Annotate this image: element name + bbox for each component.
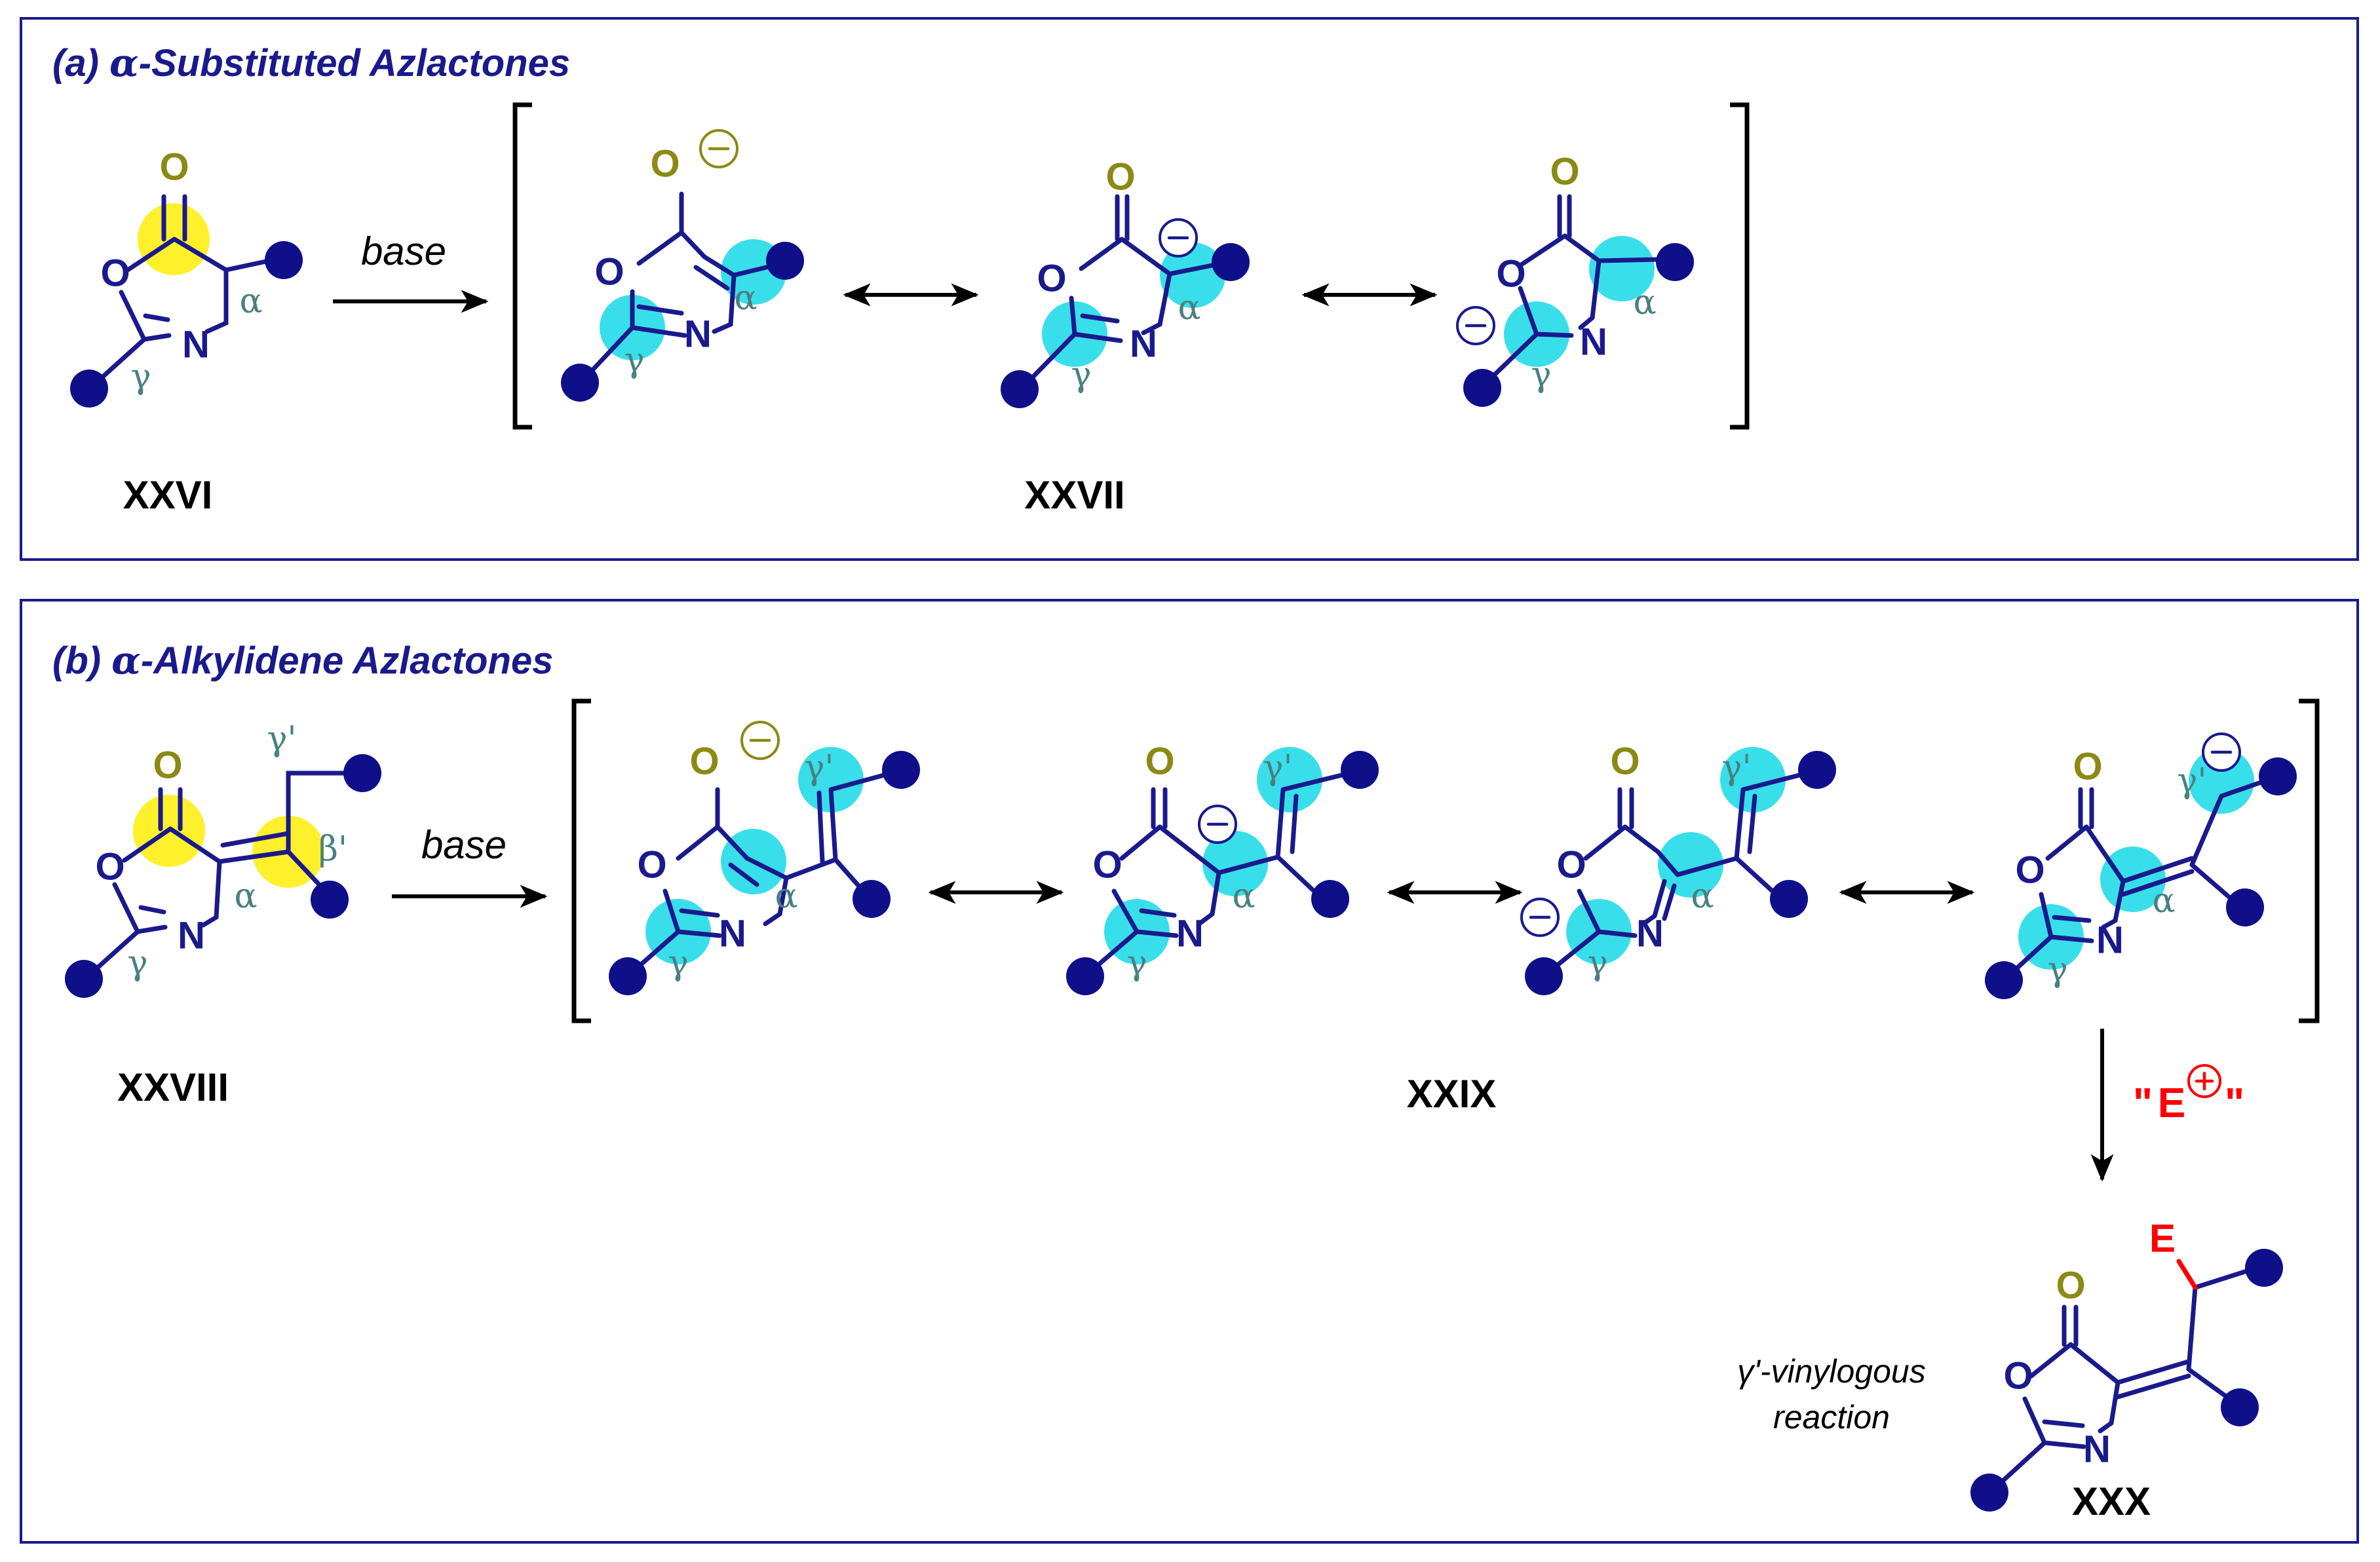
alpha-label: α xyxy=(1691,877,1714,916)
carbonyl-oxygen: O xyxy=(650,143,680,185)
ring-nitrogen: N xyxy=(684,313,712,356)
compound-label-xxix: XXIX xyxy=(1407,1072,1497,1116)
gamma-prime-label: γ' xyxy=(804,748,834,788)
ring-nitrogen: N xyxy=(1580,321,1607,364)
beta-prime-label: β' xyxy=(318,829,347,869)
carbonyl-oxygen: O xyxy=(1550,151,1579,193)
ring-nitrogen: N xyxy=(719,913,746,955)
gamma-prime-label: γ' xyxy=(1263,748,1292,788)
panel-b-title: (b) α-Alkylidene Azlactones xyxy=(52,638,553,683)
alpha-label: α xyxy=(234,877,257,916)
gamma-prime-label: γ' xyxy=(2177,761,2206,801)
gamma-label: γ xyxy=(1587,943,1607,983)
panel-b: (b) α-Alkylidene Azlactones O O N γ' β' … xyxy=(20,599,2359,1544)
dienolate-form-2: O O N γ' α γ xyxy=(1066,740,1379,995)
panel-a-frame xyxy=(20,17,2359,561)
compound-label-xxx: XXX xyxy=(2072,1479,2151,1523)
ring-nitrogen: N xyxy=(1636,913,1664,955)
charge-negative-icon xyxy=(2202,733,2241,772)
ring-nitrogen: N xyxy=(182,324,210,366)
ring-nitrogen: N xyxy=(178,915,205,957)
left-bracket xyxy=(512,102,532,430)
carbonyl-oxygen: O xyxy=(1105,156,1135,199)
panel-a: (a) α-Substituted Azlactones O O N α γ X… xyxy=(20,17,2359,561)
panel-a-title: (a) α-Substituted Azlactones xyxy=(52,41,570,85)
enolate-form-2: O O N α γ xyxy=(1001,156,1250,408)
product-xxx: O O N E xyxy=(1970,1217,2283,1512)
left-bracket xyxy=(571,698,591,1023)
carbonyl-oxygen: O xyxy=(2056,1265,2085,1307)
ring-oxygen: O xyxy=(1556,844,1586,886)
ring-oxygen: O xyxy=(1092,844,1122,886)
gamma-label: γ xyxy=(2047,950,2067,989)
ring-oxygen: O xyxy=(2003,1355,2033,1398)
ring-oxygen: O xyxy=(1037,257,1066,300)
substituent-dot xyxy=(265,241,303,279)
azlactone-xxviii: O O N γ' β' α γ xyxy=(65,719,381,998)
substituent-dot xyxy=(70,370,108,408)
gamma-label: γ xyxy=(668,943,688,983)
ring-oxygen: O xyxy=(95,846,125,888)
vinylogous-note-line2: reaction xyxy=(1773,1399,1890,1436)
gamma-label: γ xyxy=(127,943,147,983)
gamma-label: γ xyxy=(624,341,644,380)
gamma-prime-label: γ' xyxy=(1721,748,1751,788)
charge-negative-icon xyxy=(1520,898,1560,937)
carbonyl-oxygen: O xyxy=(159,146,189,189)
charge-negative-icon xyxy=(1159,218,1198,257)
enolate-form-1: O O N α γ xyxy=(561,129,804,402)
charge-negative-icon xyxy=(1456,306,1495,345)
electrophile-label: " E " xyxy=(2133,1064,2244,1126)
dienolate-form-3: O O N γ' α γ xyxy=(1520,740,1836,995)
gamma-label: γ xyxy=(1531,355,1551,394)
ring-nitrogen: N xyxy=(1130,323,1157,366)
alpha-label: α xyxy=(1232,877,1255,916)
gamma-prime-label: γ' xyxy=(267,719,296,759)
charge-positive-icon xyxy=(2187,1064,2221,1098)
charge-negative-icon xyxy=(699,129,739,168)
ring-oxygen: O xyxy=(594,251,624,294)
charge-negative-icon xyxy=(1198,805,1237,844)
panel-b-frame xyxy=(20,599,2359,1544)
ring-oxygen: O xyxy=(1496,253,1526,295)
compound-label-xxviii: XXVIII xyxy=(117,1065,229,1109)
azlactone-xxvi: O O N α γ xyxy=(70,146,303,408)
vinylogous-note-line1: γ'-vinylogous xyxy=(1737,1353,1925,1390)
right-bracket xyxy=(2299,698,2320,1023)
carbonyl-oxygen: O xyxy=(153,744,182,787)
carbonyl-oxygen: O xyxy=(1145,740,1174,783)
alpha-label: α xyxy=(1178,288,1200,328)
reagent-base: base xyxy=(421,823,507,867)
carbonyl-oxygen: O xyxy=(2073,746,2102,788)
alpha-label: α xyxy=(239,282,262,321)
ring-oxygen: O xyxy=(2015,849,2044,892)
svg-text:": " xyxy=(2225,1079,2244,1126)
compound-label-xxvii: XXVII xyxy=(1024,473,1124,517)
dienolate-form-4: O O N γ' α γ xyxy=(1985,733,2297,999)
gamma-label: γ xyxy=(130,357,151,396)
dienolate-form-1: O O N γ' α γ xyxy=(609,721,920,995)
electrophile-atom: E xyxy=(2149,1217,2176,1261)
ring-oxygen: O xyxy=(637,844,666,886)
svg-text:": " xyxy=(2133,1079,2153,1126)
ring-oxygen: O xyxy=(100,252,130,295)
ring-nitrogen: N xyxy=(2083,1428,2111,1471)
alpha-label: α xyxy=(775,877,797,916)
right-bracket xyxy=(1730,102,1750,430)
compound-label-xxvi: XXVI xyxy=(123,473,213,517)
ring-nitrogen: N xyxy=(1176,913,1204,955)
charge-negative-icon xyxy=(740,721,780,760)
enolate-form-3: O O N α γ xyxy=(1456,151,1694,407)
ring-nitrogen: N xyxy=(2096,919,2124,962)
svg-text:E: E xyxy=(2158,1079,2186,1126)
alpha-label: α xyxy=(734,278,757,318)
reagent-base: base xyxy=(361,229,446,273)
alpha-label: α xyxy=(1633,283,1656,322)
gamma-label: γ xyxy=(1126,943,1147,983)
gamma-label: γ xyxy=(1071,355,1091,394)
carbonyl-oxygen: O xyxy=(1610,740,1640,783)
alpha-label: α xyxy=(2152,881,2175,921)
carbonyl-oxygen: O xyxy=(689,740,719,783)
